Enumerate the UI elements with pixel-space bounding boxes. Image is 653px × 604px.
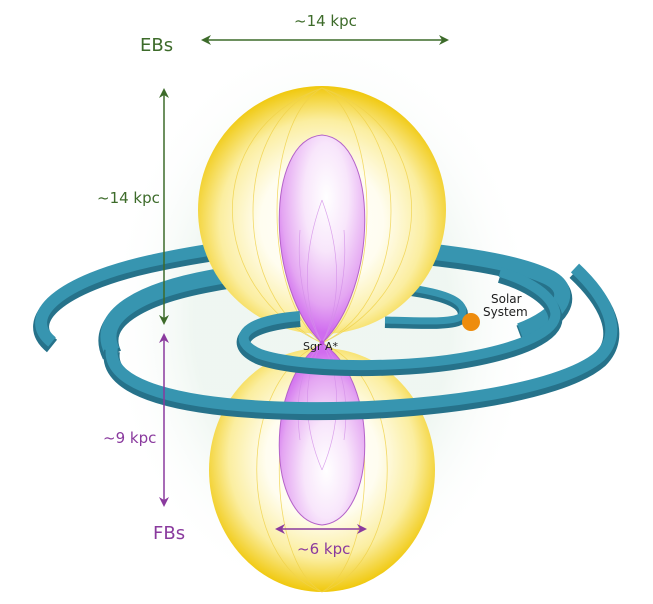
fbs-label: FBs	[153, 523, 186, 544]
ebs-label: EBs	[140, 35, 174, 56]
sgr-a-star-point	[319, 340, 325, 346]
fb-north-meridians	[298, 199, 346, 344]
fb-width-label: ~6 kpc	[297, 540, 351, 558]
spiral-arms-front	[103, 263, 620, 421]
solar-system-dot	[462, 313, 480, 331]
eb-height-label: ~14 kpc	[97, 189, 160, 207]
eb-width-label: ~14 kpc	[294, 12, 357, 30]
solar-system-label-line2: System	[483, 305, 528, 319]
fb-height-label: ~9 kpc	[103, 429, 157, 447]
solar-system-label-line1: Solar	[491, 292, 522, 306]
sgr-a-star-label: Sgr A*	[303, 340, 339, 353]
